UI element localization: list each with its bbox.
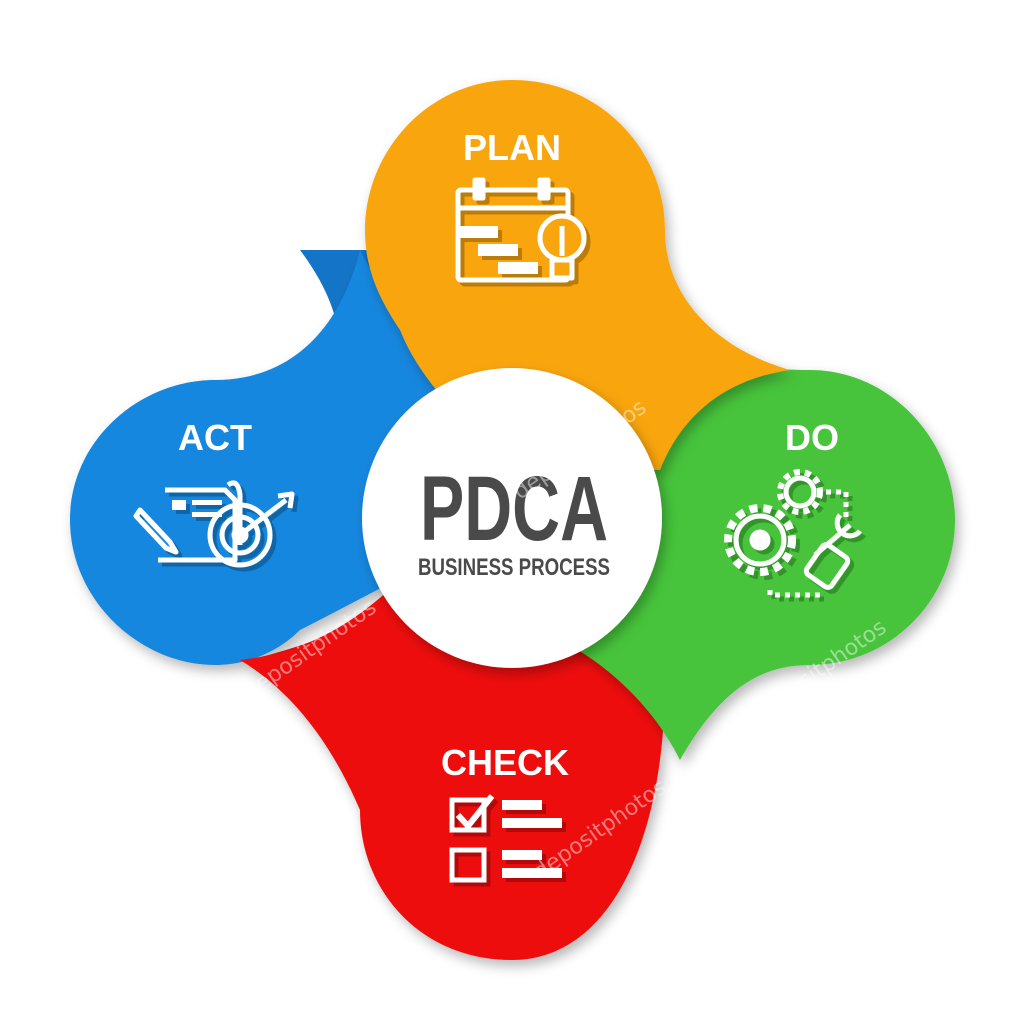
- center-title: PDCA: [420, 458, 608, 560]
- plan-petal: [365, 80, 790, 470]
- do-label: DO: [785, 417, 839, 458]
- stage-plan: [365, 80, 790, 470]
- gears-wrench-icon: [724, 469, 862, 598]
- plan-label: PLAN: [463, 127, 561, 168]
- calendar-lightbulb-icon: [455, 177, 587, 283]
- document-target-icon: [133, 480, 295, 568]
- act-label: ACT: [178, 417, 252, 458]
- center-circle: [362, 368, 662, 668]
- checklist-icon: [449, 794, 562, 883]
- check-label: CHECK: [441, 742, 569, 783]
- center-subtitle: BUSINESS PROCESS: [418, 554, 610, 581]
- center-badge: PDCA BUSINESS PROCESS: [362, 368, 662, 668]
